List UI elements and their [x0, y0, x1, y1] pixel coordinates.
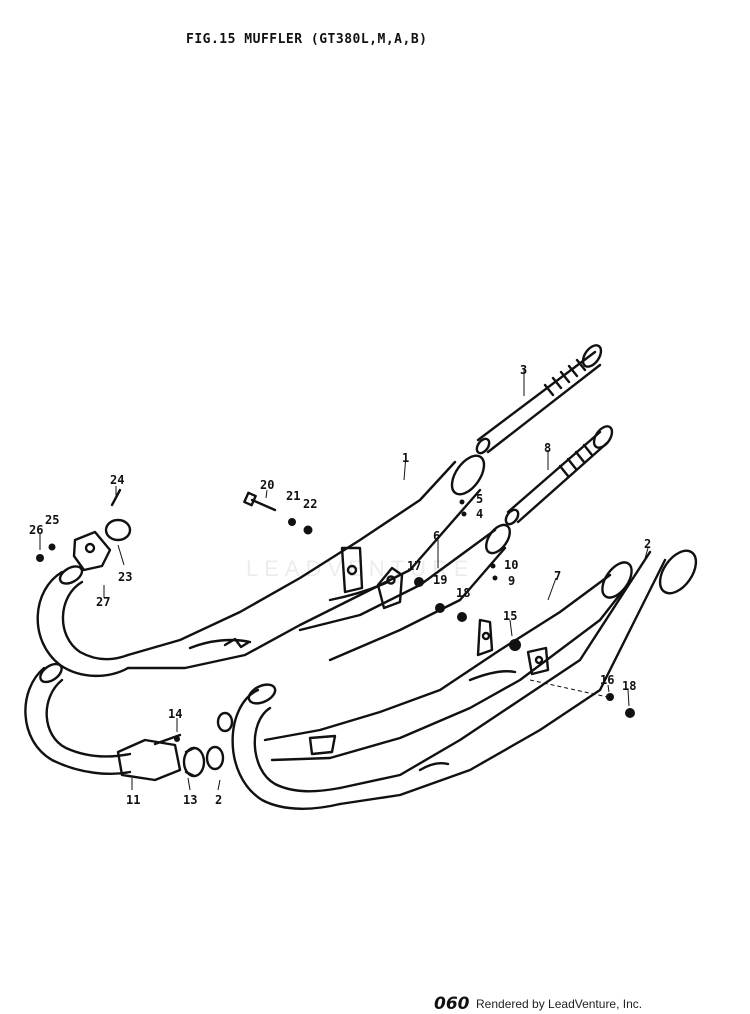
- callout-6: 6: [433, 529, 440, 543]
- exhaust-pipe-11: [24, 662, 182, 782]
- callout-25: 25: [45, 513, 59, 527]
- muffler-1: [126, 454, 486, 670]
- muffler-7: [263, 561, 633, 762]
- callout-9: 9: [508, 574, 515, 588]
- bolt-20: [243, 491, 277, 512]
- callout-1: 1: [402, 451, 409, 465]
- callout-20: 20: [260, 478, 274, 492]
- callout-2-spacer: 2: [215, 793, 222, 807]
- muffler-2: [338, 549, 698, 806]
- cushion-19: [435, 603, 445, 613]
- exhaust-pipe-27: [36, 565, 130, 678]
- callout-4: 4: [476, 507, 483, 521]
- clamp-13: [182, 746, 206, 778]
- callout-19: 19: [433, 573, 447, 587]
- nut-22: [303, 525, 313, 535]
- spacer-2: [205, 711, 234, 771]
- callout-23: 23: [118, 570, 132, 584]
- callout-11: 11: [126, 793, 140, 807]
- washer-5: [459, 499, 465, 505]
- gasket-23: [104, 518, 132, 542]
- callout-15: 15: [503, 609, 517, 623]
- leader-lines: [39, 370, 649, 791]
- callout-8: 8: [544, 441, 551, 455]
- callout-17: 17: [407, 559, 421, 573]
- callout-3: 3: [520, 363, 527, 377]
- cushion-17: [414, 577, 424, 587]
- callout-2-muffler: 2: [644, 537, 651, 551]
- washer-16: [606, 693, 614, 701]
- nut-26: [36, 554, 44, 562]
- baffle-3: [475, 344, 603, 455]
- callout-16: 16: [600, 673, 614, 687]
- callout-14: 14: [168, 707, 182, 721]
- callout-5: 5: [476, 492, 483, 506]
- callout-18-upper: 18: [456, 586, 470, 600]
- washer-10: [490, 563, 496, 569]
- callout-21: 21: [286, 489, 300, 503]
- bolt-4: [461, 511, 467, 517]
- callout-10: 10: [504, 558, 518, 572]
- callout-labels: 1 2 2 3 4 5 6 7 8 9 10 11 13 14 15 16 17…: [29, 363, 651, 807]
- callout-22: 22: [303, 497, 317, 511]
- muffler-6: [298, 523, 511, 662]
- exhaust-pipe-lower: [231, 683, 342, 810]
- callout-26: 26: [29, 523, 43, 537]
- joint-flange-25: [72, 530, 112, 572]
- cushion-15: [509, 639, 521, 651]
- nut-18: [457, 612, 467, 622]
- nut-18b: [625, 708, 635, 718]
- render-credit: Rendered by LeadVenture, Inc.: [476, 997, 643, 1011]
- callout-13: 13: [183, 793, 197, 807]
- stud-24: [110, 488, 122, 507]
- figure-title: FIG.15 MUFFLER (GT380L,M,A,B): [186, 32, 428, 47]
- washer-25: [48, 543, 56, 551]
- page-number: 060: [434, 994, 470, 1014]
- callout-27: 27: [96, 595, 110, 609]
- baffle-8: [504, 425, 614, 526]
- bolt-14: [174, 736, 180, 742]
- bolt-9: [492, 575, 498, 581]
- callout-18-lower: 18: [622, 679, 636, 693]
- callout-7: 7: [554, 569, 561, 583]
- washer-21: [288, 518, 296, 526]
- callout-24: 24: [110, 473, 124, 487]
